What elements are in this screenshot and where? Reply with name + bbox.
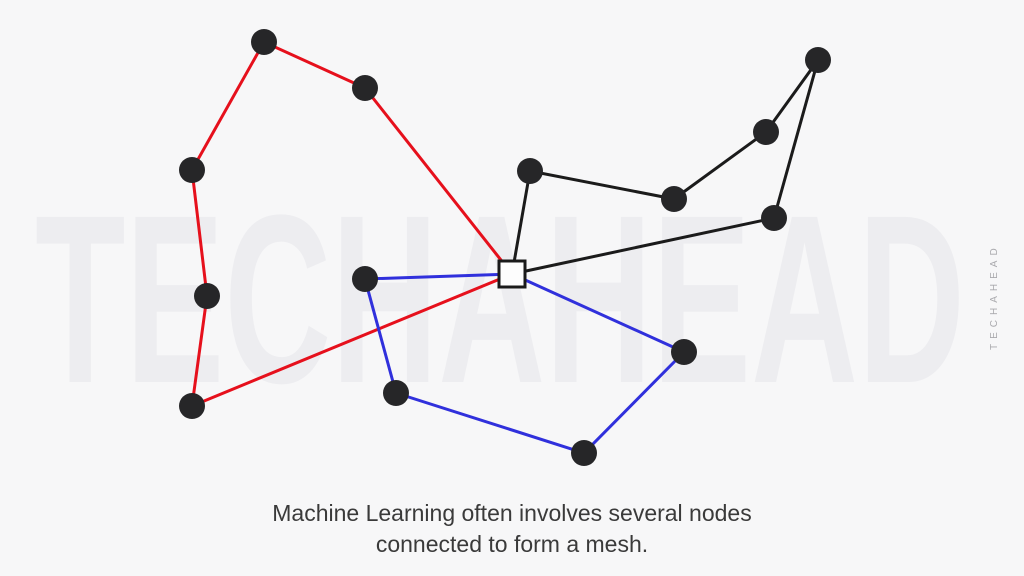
- red-mesh-node: [251, 29, 277, 55]
- red-mesh-edges: [190, 40, 514, 409]
- blue-mesh-node: [352, 266, 378, 292]
- red-mesh-node: [194, 283, 220, 309]
- blue-mesh-node: [671, 339, 697, 365]
- side-watermark-text: TECHAHEAD: [989, 243, 1000, 350]
- black-mesh-node: [517, 158, 543, 184]
- blue-mesh-edges: [363, 272, 687, 455]
- black-mesh-node: [761, 205, 787, 231]
- black-mesh-node: [661, 186, 687, 212]
- background-watermark-text: TECHAHEAD: [35, 165, 965, 433]
- black-mesh-node: [753, 119, 779, 145]
- red-mesh-node: [352, 75, 378, 101]
- red-mesh-node: [179, 157, 205, 183]
- black-mesh-node: [805, 47, 831, 73]
- blue-mesh-node: [383, 380, 409, 406]
- blue-mesh-node: [571, 440, 597, 466]
- caption: Machine Learning often involves several …: [0, 498, 1024, 560]
- caption-line-1: Machine Learning often involves several …: [272, 500, 752, 526]
- red-mesh-node: [179, 393, 205, 419]
- central-hub-node: [497, 259, 527, 289]
- black-mesh-edges: [510, 59, 820, 276]
- caption-line-2: connected to form a mesh.: [375, 531, 649, 557]
